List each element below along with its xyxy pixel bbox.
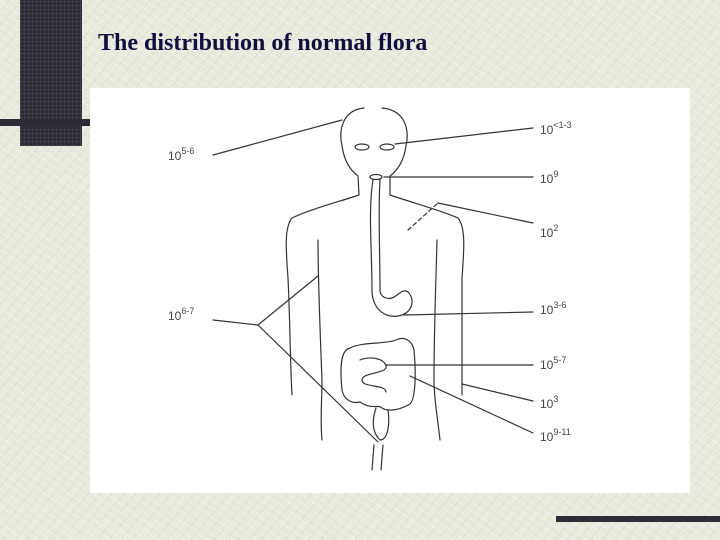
pointer-colon [409, 375, 534, 434]
leg-inner [371, 444, 384, 471]
torso-left [317, 239, 323, 441]
pointer-urogenital [461, 383, 534, 402]
label-colon: 109-11 [540, 427, 571, 444]
pointer-eyes [394, 127, 534, 145]
pointer-skin-b [257, 324, 379, 443]
pointer-stomach [403, 311, 534, 316]
label-respiratory: 102 [540, 223, 558, 240]
left-eye [354, 143, 370, 151]
esophagus [369, 179, 381, 291]
pointer-respiratory [437, 202, 534, 224]
pointer-respiratory-dash [407, 202, 439, 231]
label-eyes: 10<1-3 [540, 120, 572, 137]
label-oral: 109 [540, 169, 558, 186]
slide-title: The distribution of normal flora [98, 30, 428, 56]
label-stomach: 103-6 [540, 300, 566, 317]
mouth [369, 173, 383, 181]
diagram-panel [90, 88, 690, 493]
right-eye [379, 143, 395, 151]
body-outline [285, 107, 365, 396]
label-urogenital: 103 [540, 394, 558, 411]
body-outline-right [381, 107, 465, 396]
label-skin: 106-7 [168, 306, 194, 323]
pointer-scalp [212, 119, 343, 156]
decorative-rule-bottom [556, 516, 720, 522]
rectum [372, 407, 390, 441]
small-intestine [359, 357, 387, 393]
decorative-rule-top [0, 119, 92, 126]
label-scalp: 105-6 [168, 146, 194, 163]
label-small-intestine: 105-7 [540, 355, 566, 372]
colon [340, 337, 416, 411]
stomach [371, 289, 413, 317]
pointer-skin-a [212, 275, 319, 326]
torso-right [433, 239, 441, 441]
